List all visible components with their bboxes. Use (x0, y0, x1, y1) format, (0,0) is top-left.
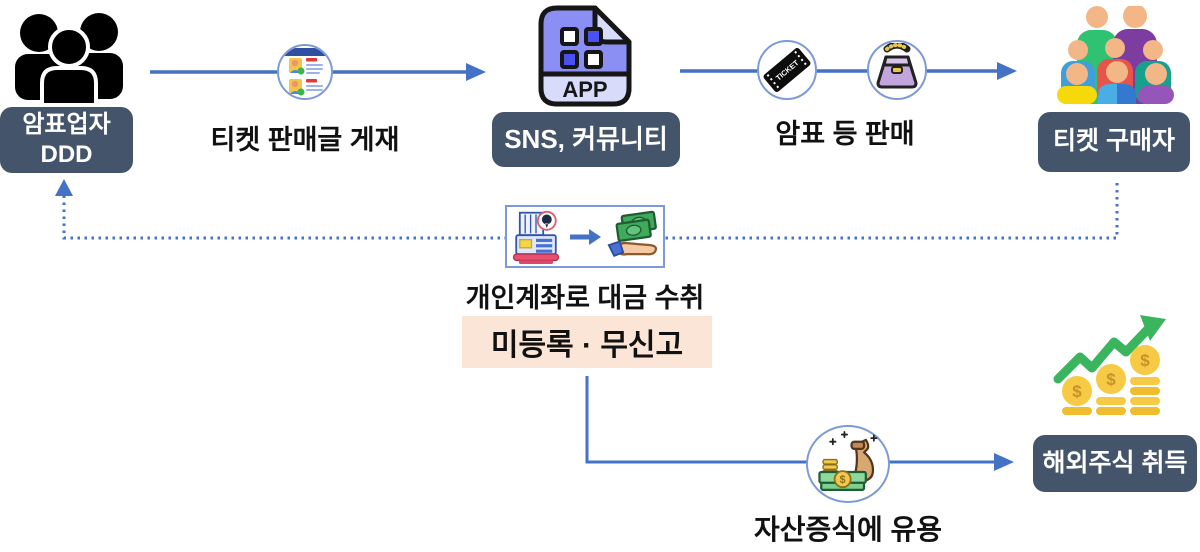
unregistered-highlight: 미등록 · 무신고 (462, 316, 712, 368)
post-listing-icon (277, 44, 333, 100)
node-stocks: 해외주식 취득 (1033, 435, 1197, 492)
coin-dollar-2: $ (1106, 370, 1116, 389)
app-file-icon: APP (538, 5, 632, 107)
edge-sell-label: 암표 등 판매 (775, 119, 915, 149)
cash-register-icon (512, 210, 560, 264)
edge-divert-label: 자산증식에 유용 (753, 514, 943, 545)
handbag-icon (867, 40, 927, 100)
node-buyer-label: 티켓 구매자 (1053, 127, 1175, 156)
edge-post-label: 티켓 판매글 게재 (210, 125, 400, 155)
transfer-arrow-icon (570, 228, 601, 245)
stock-growth-icon: $ $ $ (1053, 315, 1166, 415)
node-scalper: 암표업자 DDD (0, 107, 133, 173)
buyer-crowd-icon (1057, 6, 1174, 104)
coin-dollar-1: $ (1072, 382, 1082, 401)
ticket-icon: TICKET (757, 40, 817, 100)
money-bag-icon: $ (806, 425, 890, 503)
edge-payment-label: 개인계좌로 대금 수취 (465, 283, 705, 313)
unregistered-label: 미등록 · 무신고 (490, 329, 684, 362)
node-scalper-line1: 암표업자 (22, 111, 111, 138)
node-sns-label: SNS, 커뮤니티 (504, 124, 668, 155)
coin-dollar-3: $ (1140, 351, 1150, 370)
node-buyer: 티켓 구매자 (1038, 112, 1190, 172)
moneybag-dollar-text: $ (840, 474, 846, 486)
node-stocks-label: 해외주식 취득 (1042, 448, 1188, 477)
hand-cash-icon (607, 210, 658, 257)
scalper-group-icon (15, 13, 123, 105)
node-sns: SNS, 커뮤니티 (492, 112, 680, 167)
payment-icon-box (505, 205, 665, 268)
node-scalper-line2: DDD (40, 141, 93, 168)
app-icon-text: APP (562, 77, 607, 102)
